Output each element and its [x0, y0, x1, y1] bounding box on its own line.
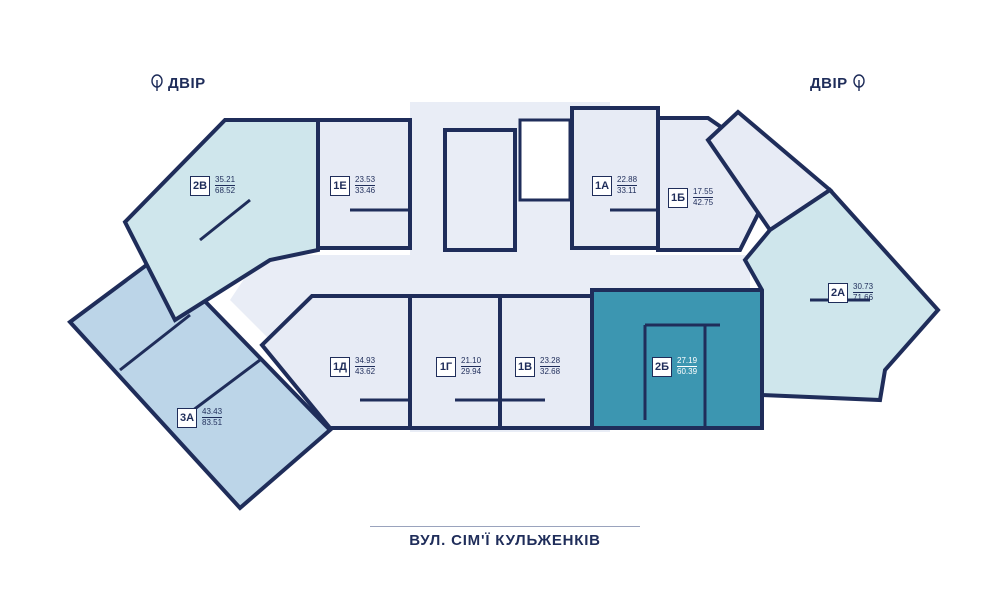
street-name: ВУЛ. СІМ'Ї КУЛЬЖЕНКІВ [409, 531, 601, 549]
total-area: 83.51 [202, 418, 223, 427]
apartment-code: 1Г [436, 356, 456, 377]
apartment-code: 1Е [330, 175, 350, 196]
living-area: 17.55 [693, 187, 714, 198]
total-area: 33.11 [617, 186, 637, 195]
total-area: 43.62 [355, 367, 376, 376]
apartment-code: 1Д [330, 356, 350, 377]
street-label: ВУЛ. СІМ'Ї КУЛЬЖЕНКІВ [370, 526, 640, 553]
living-area: 21.10 [461, 356, 482, 367]
yard-label-left: ДВІР [150, 74, 206, 92]
total-area: 71.66 [853, 293, 874, 302]
yard-label-right: ДВІР [810, 74, 866, 92]
living-area: 30.73 [853, 282, 874, 293]
elevator-core [443, 128, 517, 252]
living-area: 35.21 [215, 175, 236, 186]
apartment-code: 2В [190, 175, 210, 196]
apartment-code: 1В [515, 356, 535, 377]
yard-right-text: ДВІР [810, 74, 848, 92]
total-area: 68.52 [215, 186, 236, 195]
apartment-code: 2Б [652, 356, 672, 377]
tree-icon [853, 74, 865, 91]
living-area: 23.28 [540, 356, 561, 367]
total-area: 33.46 [355, 186, 376, 195]
living-area: 43.43 [202, 407, 223, 418]
total-area: 32.68 [540, 367, 561, 376]
total-area: 29.94 [461, 367, 482, 376]
total-area: 42.75 [693, 198, 714, 207]
living-area: 34.93 [355, 356, 376, 367]
living-area: 27.19 [677, 356, 698, 367]
living-area: 23.53 [355, 175, 376, 186]
living-area: 22.88 [617, 175, 638, 186]
yard-left-text: ДВІР [168, 74, 206, 92]
apartment-1a-area[interactable] [570, 106, 660, 250]
tree-icon [151, 74, 163, 91]
apartment-code: 3А [177, 407, 197, 428]
total-area: 60.39 [677, 367, 698, 376]
apartment-code: 1А [592, 175, 612, 196]
apartment-code: 2А [828, 282, 848, 303]
apartment-code: 1Б [668, 187, 688, 208]
corridor-left-diagonal [230, 255, 330, 340]
stairwell [518, 118, 572, 202]
